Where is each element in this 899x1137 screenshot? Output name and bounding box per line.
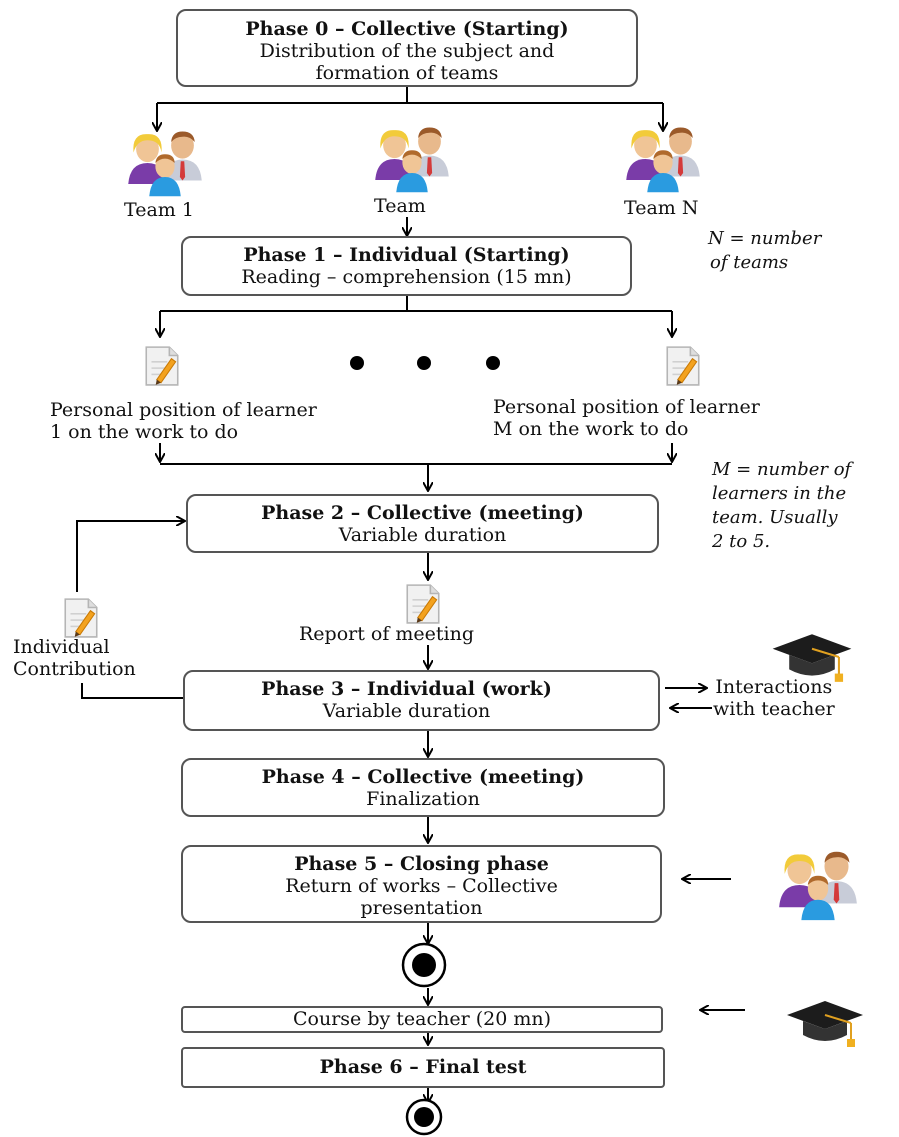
- phase-0-line-1: Distribution of the subject and: [259, 40, 555, 62]
- document-pencil-icon-left: [145, 346, 179, 386]
- team-n-label: Team N: [624, 197, 699, 219]
- phase-2-box: Phase 2 – Collective (meeting) Variable …: [186, 494, 659, 553]
- phase-4-title: Phase 4 – Collective (meeting): [261, 766, 585, 788]
- team-1-icon: [128, 131, 202, 197]
- graduation-cap-icon-interactions: [771, 633, 853, 684]
- document-pencil-icon-contribution: [64, 598, 98, 638]
- position-left-line-1: Personal position of learner: [50, 399, 317, 421]
- phase-6-box: Phase 6 – Final test: [181, 1047, 665, 1088]
- contribution-line-1: Individual: [13, 636, 110, 658]
- phase-5-line-2: presentation: [360, 897, 483, 919]
- individual-contribution-label: Individual Contribution: [13, 636, 136, 680]
- note-m-line-1: M = number of: [712, 459, 852, 480]
- interactions-line-1: Interactions: [715, 676, 833, 698]
- phase-0-box: Phase 0 – Collective (Starting) Distribu…: [176, 9, 638, 87]
- personal-position-learner-1: Personal position of learner 1 on the wo…: [50, 399, 317, 443]
- team-label: Team: [374, 195, 426, 217]
- document-pencil-icon-right: [666, 346, 700, 386]
- phase-2-line-1: Variable duration: [338, 524, 507, 546]
- interactions-with-teacher-label: Interactions with teacher: [713, 676, 835, 720]
- team-n-icon: [626, 127, 700, 193]
- phase-0-line-2: formation of teams: [315, 62, 499, 84]
- phase-1-title: Phase 1 – Individual (Starting): [243, 244, 570, 266]
- team-icon-closing: [779, 851, 857, 921]
- note-m-learners: M = number of learners in the team. Usua…: [712, 458, 851, 554]
- phase-5-box: Phase 5 – Closing phase Return of works …: [181, 845, 662, 923]
- note-n-teams: N = number of teams: [708, 227, 821, 275]
- note-m-line-4: 2 to 5.: [712, 531, 771, 552]
- note-n-line-2: of teams: [710, 252, 789, 273]
- team-icon: [375, 127, 449, 193]
- phase-4-line-1: Finalization: [366, 788, 480, 810]
- personal-position-learner-m: Personal position of learner M on the wo…: [493, 396, 760, 440]
- phase-6-title: Phase 6 – Final test: [319, 1056, 527, 1078]
- phase-1-box: Phase 1 – Individual (Starting) Reading …: [181, 236, 632, 296]
- interactions-line-2: with teacher: [713, 698, 835, 720]
- graduation-cap-icon-course: [785, 999, 865, 1049]
- note-n-line-1: N = number: [708, 228, 822, 249]
- phase-4-box: Phase 4 – Collective (meeting) Finalizat…: [181, 758, 665, 817]
- position-right-line-2: M on the work to do: [493, 418, 689, 440]
- phase-3-title: Phase 3 – Individual (work): [261, 678, 552, 700]
- position-left-line-2: 1 on the work to do: [50, 421, 239, 443]
- course-by-teacher-label: Course by teacher (20 mn): [292, 1008, 551, 1030]
- position-right-line-1: Personal position of learner: [493, 396, 760, 418]
- note-m-line-3: team. Usually: [712, 507, 838, 528]
- phase-5-line-1: Return of works – Collective: [285, 875, 558, 897]
- contribution-line-2: Contribution: [13, 658, 136, 680]
- report-of-meeting-label: Report of meeting: [299, 623, 475, 645]
- team-1-label: Team 1: [124, 199, 194, 221]
- phase-3-line-1: Variable duration: [322, 700, 491, 722]
- phase-1-line-1: Reading – comprehension (15 mn): [241, 266, 572, 288]
- phase-5-title: Phase 5 – Closing phase: [294, 853, 549, 875]
- phase-0-title: Phase 0 – Collective (Starting): [245, 18, 569, 40]
- document-pencil-icon-report: [406, 584, 440, 624]
- phase-3-box: Phase 3 – Individual (work) Variable dur…: [183, 670, 660, 731]
- course-by-teacher-box: Course by teacher (20 mn): [181, 1006, 663, 1033]
- phase-2-title: Phase 2 – Collective (meeting): [261, 502, 584, 524]
- note-m-line-2: learners in the: [712, 483, 847, 504]
